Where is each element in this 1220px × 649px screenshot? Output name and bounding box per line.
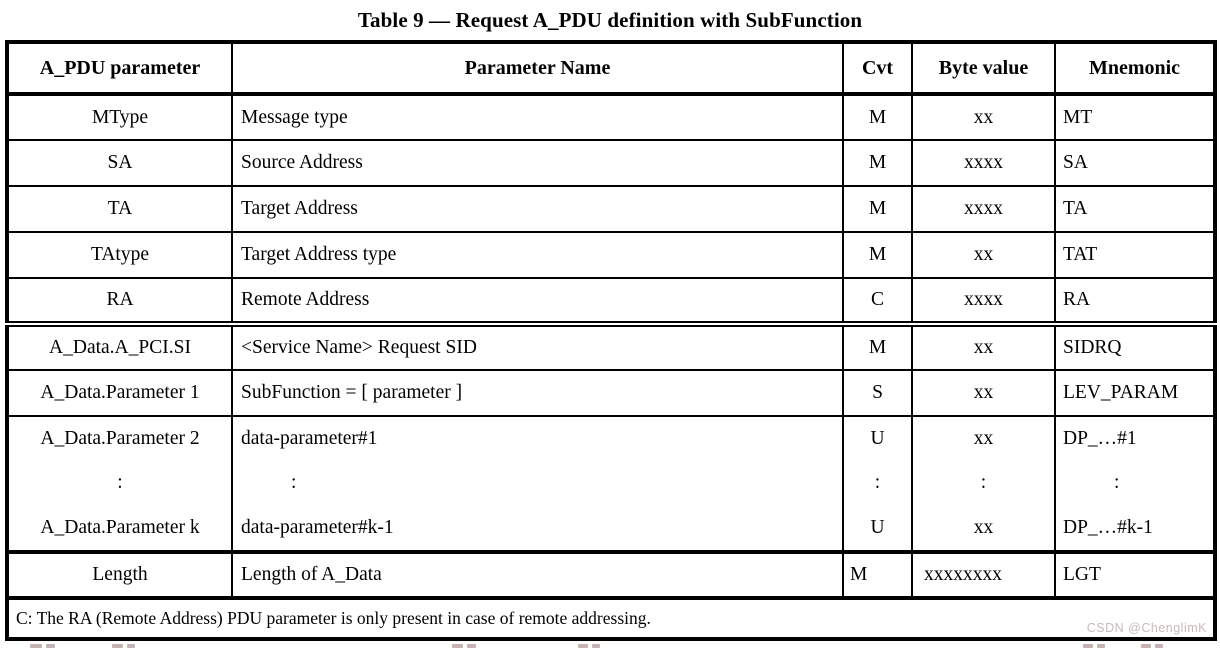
cell-name: Source Address	[231, 139, 844, 187]
table-row-length: Length Length of A_Data M xxxxxxxx LGT	[6, 550, 1216, 599]
table-row-ra: RA Remote Address C xxxx RA	[6, 277, 1216, 325]
cell-mnemonic: SA	[1054, 139, 1216, 187]
header-parameter-name: Parameter Name	[231, 41, 844, 96]
table-row-sa: SA Source Address M xxxx SA	[6, 139, 1216, 187]
group-line: DP_…#k-1	[1063, 516, 1153, 538]
cell-cvt-group: U : U	[842, 415, 913, 553]
cell-name: Message type	[231, 93, 844, 141]
apdu-definition-table: A_PDU parameter Parameter Name Cvt Byte …	[5, 40, 1217, 641]
table-row-tatype: TAtype Target Address type M xx TAT	[6, 231, 1216, 279]
group-line: U	[870, 428, 885, 450]
cell-mnemonic-group: DP_…#1 : DP_…#k-1	[1054, 415, 1216, 553]
group-line: A_Data.Parameter k	[40, 516, 200, 538]
group-ellipsis: :	[1114, 472, 1120, 494]
cell-param: MType	[6, 93, 233, 141]
cell-mnemonic: LEV_PARAM	[1054, 369, 1216, 417]
cell-cvt: M	[842, 550, 913, 599]
cell-byte: xxxx	[911, 185, 1056, 233]
cell-byte: xx	[911, 321, 1056, 371]
cell-cvt: S	[842, 369, 913, 417]
header-cvt: Cvt	[842, 41, 913, 96]
header-apdu-parameter: A_PDU parameter	[6, 41, 233, 96]
cell-param: A_Data.A_PCI.SI	[6, 321, 233, 371]
group-ellipsis: :	[874, 472, 881, 494]
cell-mnemonic: SIDRQ	[1054, 321, 1216, 371]
header-mnemonic: Mnemonic	[1054, 41, 1216, 96]
cell-name: Target Address type	[231, 231, 844, 279]
group-line: xx	[973, 428, 994, 450]
table-row-mtype: MType Message type M xx MT	[6, 93, 1216, 141]
cell-mnemonic: RA	[1054, 277, 1216, 325]
table-row-parameter1: A_Data.Parameter 1 SubFunction = [ param…	[6, 369, 1216, 417]
table-row-ta: TA Target Address M xxxx TA	[6, 185, 1216, 233]
table-caption: Table 9 — Request A_PDU definition with …	[357, 7, 863, 32]
header-row: A_PDU parameter Parameter Name Cvt Byte …	[6, 41, 1216, 96]
cell-cvt: M	[842, 93, 913, 141]
cell-name: Length of A_Data	[231, 550, 844, 599]
cell-byte-group: xx : xx	[911, 415, 1056, 553]
cell-param: TAtype	[6, 231, 233, 279]
cell-param: SA	[6, 139, 233, 187]
watermark-text: CSDN @ChenglimK	[1086, 621, 1207, 635]
footnote-row: C: The RA (Remote Address) PDU parameter…	[6, 596, 1216, 640]
group-line: data-parameter#k-1	[241, 516, 394, 538]
cell-param: A_Data.Parameter 1	[6, 369, 233, 417]
cell-name: SubFunction = [ parameter ]	[231, 369, 844, 417]
cell-param: RA	[6, 277, 233, 325]
group-line: U	[870, 516, 885, 538]
cell-byte: xxxx	[911, 277, 1056, 325]
cell-name: Target Address	[231, 185, 844, 233]
cell-byte: xx	[911, 93, 1056, 141]
cell-byte: xx	[911, 369, 1056, 417]
cell-param: Length	[6, 550, 233, 599]
cell-byte: xxxx	[911, 139, 1056, 187]
group-line: A_Data.Parameter 2	[40, 428, 200, 450]
cell-param: TA	[6, 185, 233, 233]
cell-byte: xxxxxxxx	[911, 550, 1056, 599]
cell-name: Remote Address	[231, 277, 844, 325]
cell-cvt: M	[842, 185, 913, 233]
cell-name: <Service Name> Request SID	[231, 321, 844, 371]
cell-mnemonic: MT	[1054, 93, 1216, 141]
cell-cvt: C	[842, 277, 913, 325]
footnote-text: C: The RA (Remote Address) PDU parameter…	[16, 608, 651, 628]
cell-mnemonic: LGT	[1054, 550, 1216, 599]
cutoff-text-fragments	[0, 641, 1220, 649]
group-ellipsis: :	[117, 472, 123, 494]
cell-name-group: data-parameter#1 : data-parameter#k-1	[231, 415, 844, 553]
cell-cvt: M	[842, 231, 913, 279]
cell-cvt: M	[842, 321, 913, 371]
group-line: xx	[973, 516, 994, 538]
cell-cvt: M	[842, 139, 913, 187]
cell-byte: xx	[911, 231, 1056, 279]
table-row-apci-si: A_Data.A_PCI.SI <Service Name> Request S…	[6, 321, 1216, 371]
group-line: DP_…#1	[1063, 428, 1137, 450]
cell-mnemonic: TA	[1054, 185, 1216, 233]
cell-param-group: A_Data.Parameter 2 : A_Data.Parameter k	[6, 415, 233, 553]
group-ellipsis: :	[980, 472, 987, 494]
cell-mnemonic: TAT	[1054, 231, 1216, 279]
group-ellipsis: :	[291, 472, 297, 494]
header-byte-value: Byte value	[911, 41, 1056, 96]
footnote-cell: C: The RA (Remote Address) PDU parameter…	[6, 596, 1216, 640]
table-row-parameter2-to-k: A_Data.Parameter 2 : A_Data.Parameter k …	[6, 415, 1216, 553]
group-line: data-parameter#1	[241, 428, 378, 450]
